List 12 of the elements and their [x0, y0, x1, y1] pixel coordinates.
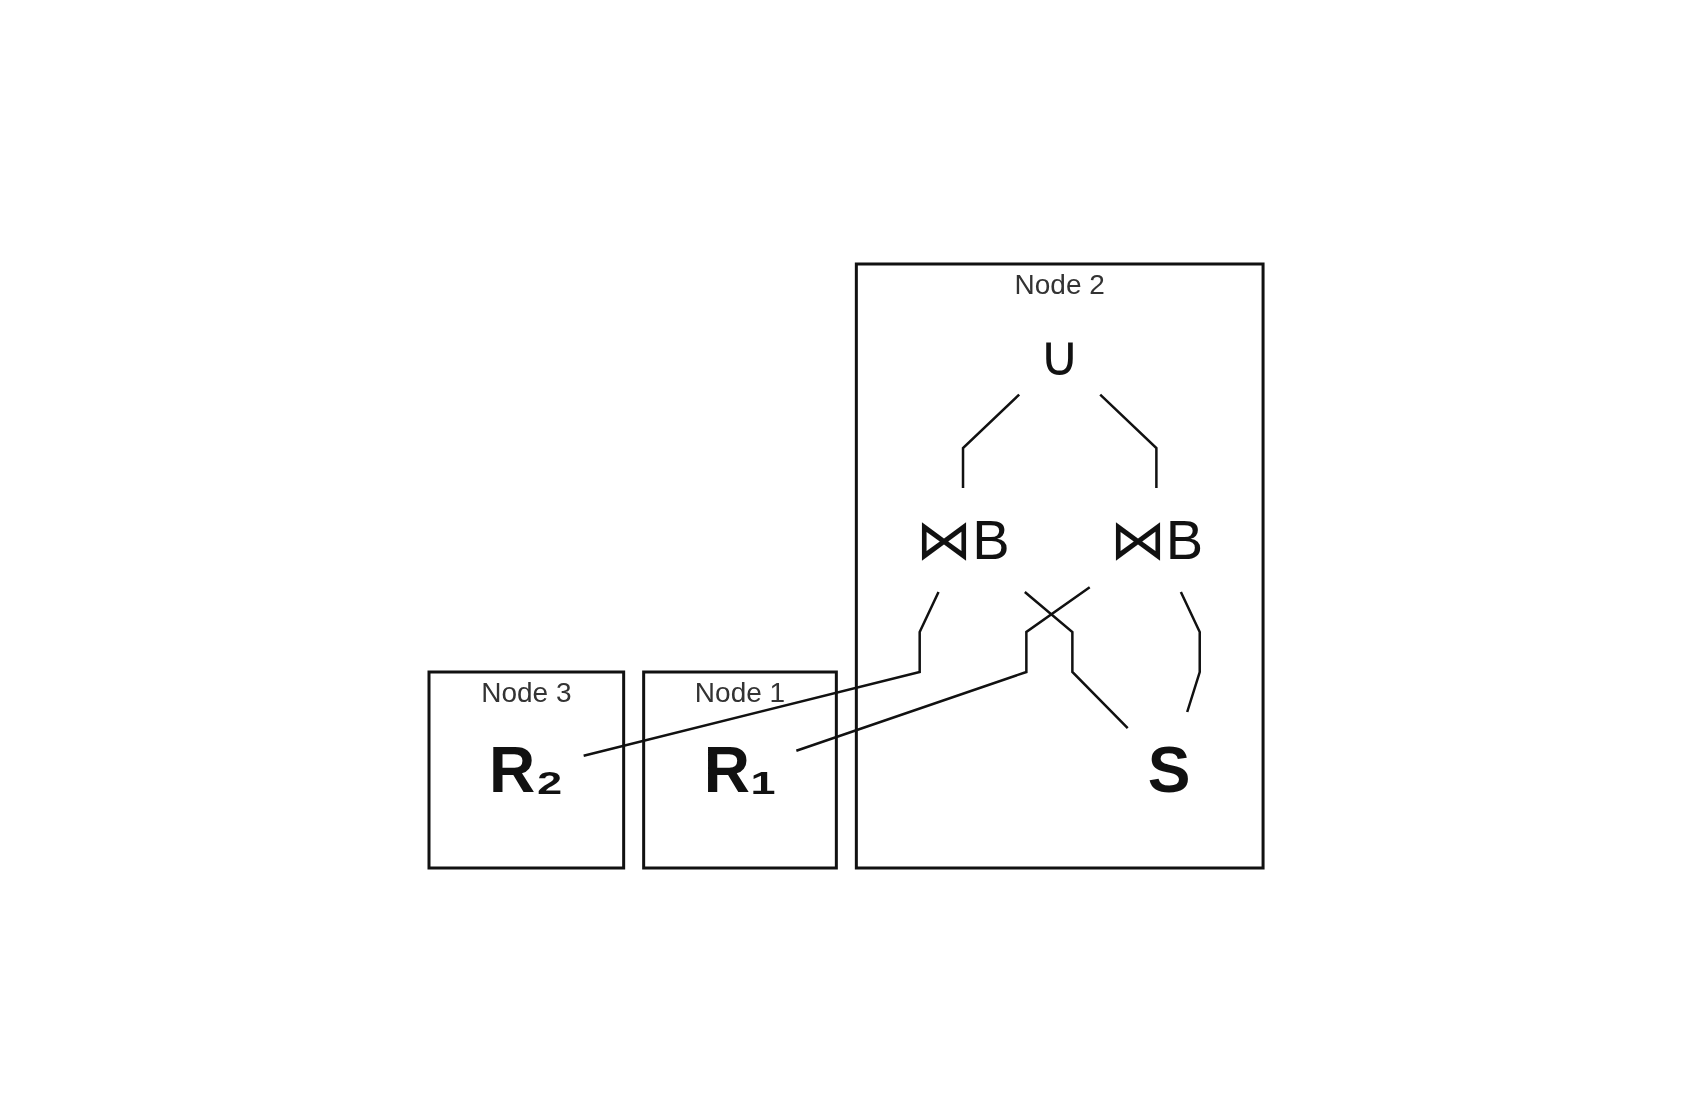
node-text: S	[1148, 733, 1191, 806]
node-text: ⋈B	[916, 507, 1011, 571]
node-text: ⋈B	[1110, 507, 1204, 571]
node-text: R₁	[704, 733, 777, 806]
connector	[1024, 590, 1130, 729]
connector	[796, 585, 1091, 752]
connector	[1099, 393, 1159, 488]
connector	[1180, 590, 1202, 712]
connector	[583, 590, 941, 757]
node-text: ∪	[1039, 323, 1081, 387]
node-text: R₂	[489, 733, 565, 806]
connector	[962, 393, 1021, 488]
